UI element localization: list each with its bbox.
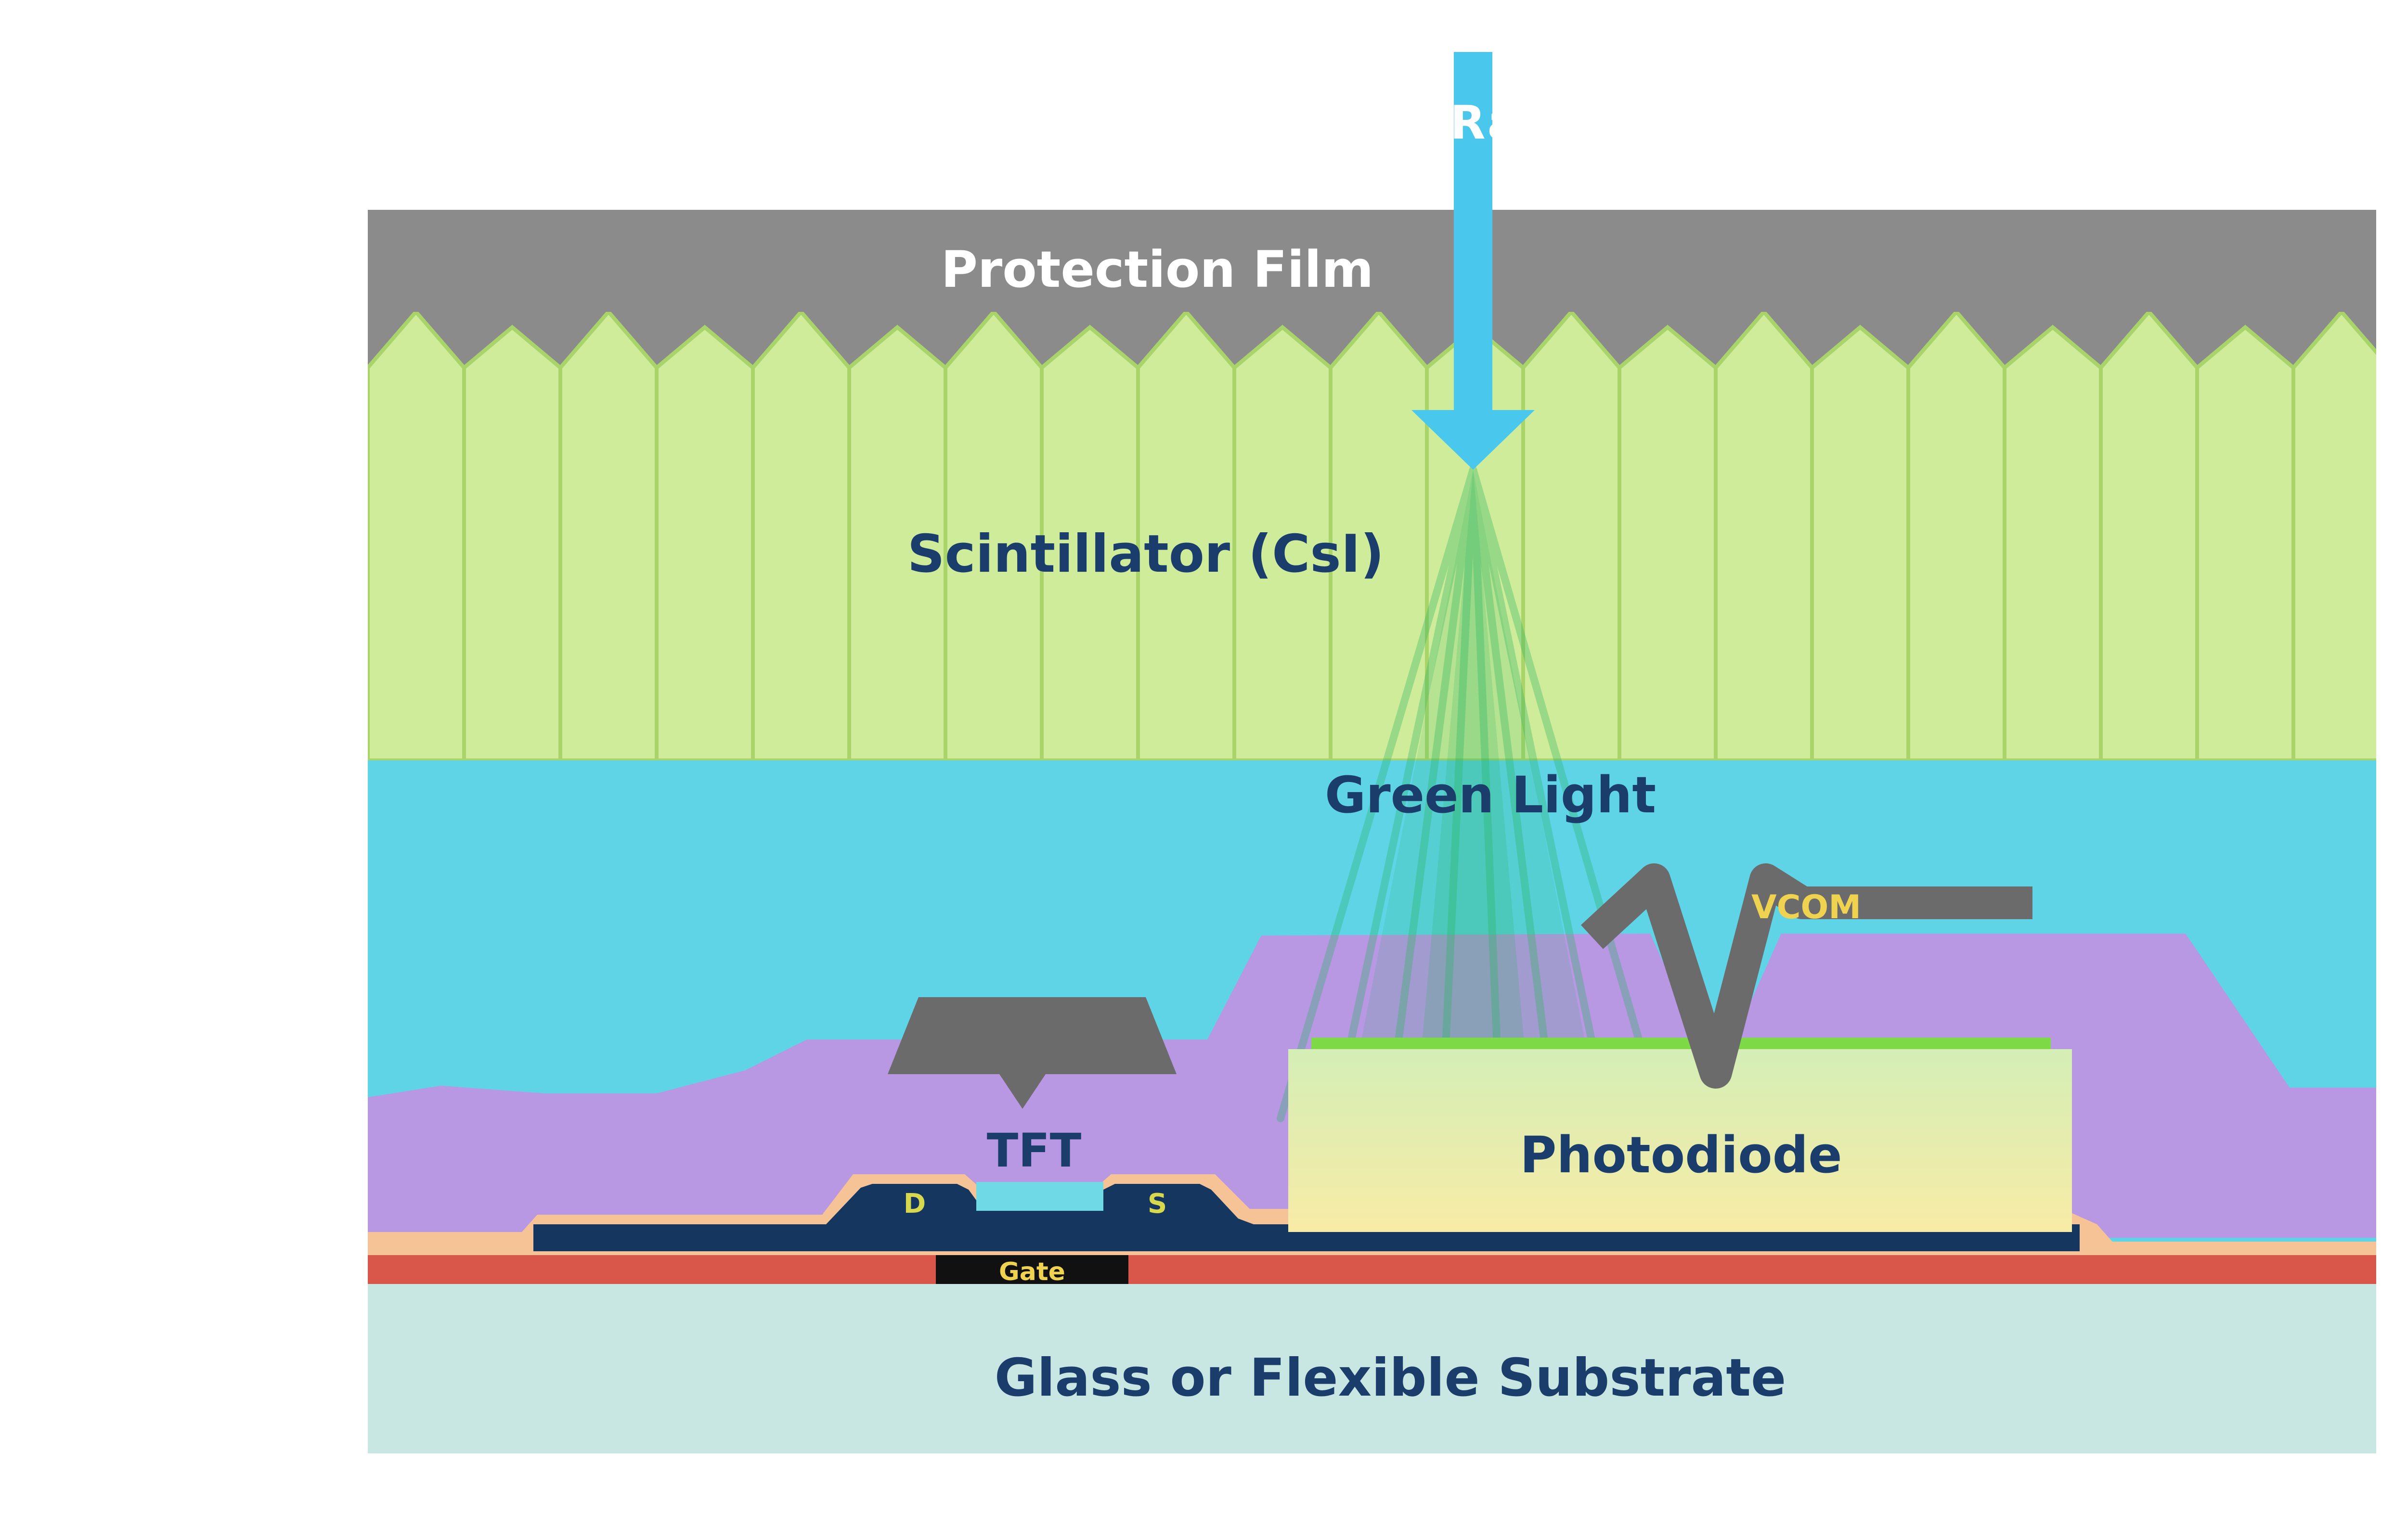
vcom-label: VCOM	[1751, 888, 1861, 926]
gate-metal-line-layer	[368, 1255, 2376, 1284]
green-light-rays	[1277, 466, 1666, 1122]
green-light-label: Green Light	[1325, 766, 1656, 824]
scintillator-label: Scintillator (CsI)	[907, 524, 1384, 584]
vcom-electrode	[1580, 863, 2032, 1089]
data-line-metal	[888, 997, 1177, 1109]
photodiode-label: Photodiode	[1520, 1126, 1842, 1184]
xray-label: X-Ray	[1395, 96, 1552, 150]
scintillator-layer	[368, 312, 2376, 760]
drain-label: D	[904, 1188, 926, 1219]
source-label: S	[1148, 1188, 1167, 1219]
gate-label: Gate	[999, 1258, 1065, 1286]
xray-arrow-shaft	[1454, 52, 1492, 410]
protection-film-label: Protection Film	[941, 240, 1374, 299]
photodiode-body	[1288, 1049, 2072, 1232]
gate-electrode	[936, 1255, 1128, 1284]
xray-arrow	[1411, 52, 1535, 470]
tft-channel	[976, 1182, 1103, 1211]
substrate-layer	[368, 1284, 2376, 1453]
substrate-label: Glass or Flexible Substrate	[995, 1348, 1786, 1408]
cross-section-svg: Protection Film Scintillator (CsI) Green…	[368, 210, 2376, 1453]
detector-cross-section: Protection Film Scintillator (CsI) Green…	[368, 210, 2376, 1453]
tft-label: TFT	[987, 1124, 1082, 1178]
electrode-metal-layer	[533, 1184, 2080, 1251]
xray-arrow-head	[1411, 410, 1535, 470]
